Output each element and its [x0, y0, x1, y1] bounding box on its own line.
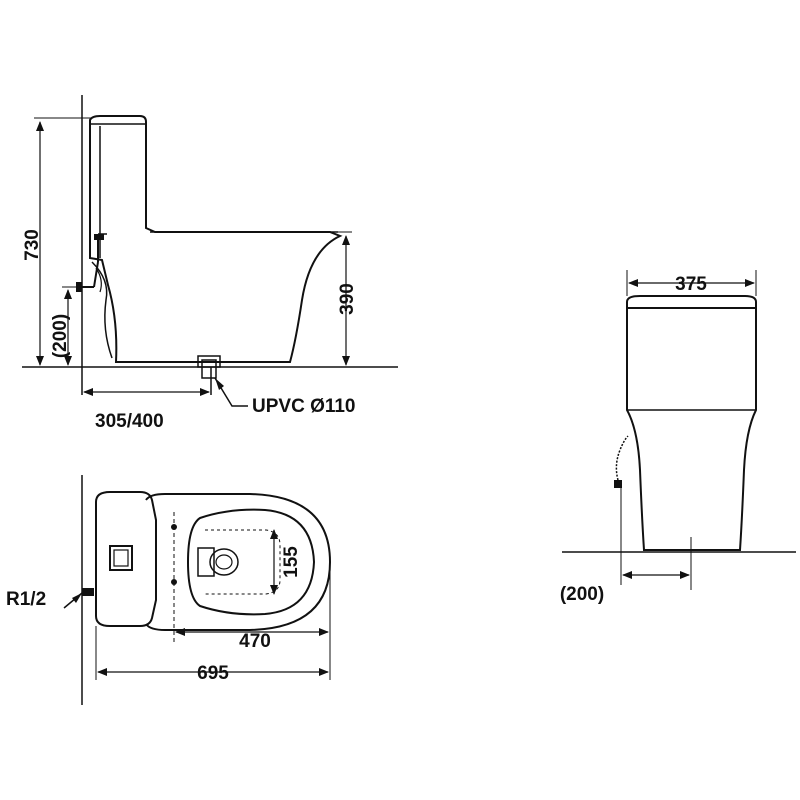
- inlet-connector-icon: [63, 588, 94, 609]
- dim-label-695: 695: [197, 663, 229, 684]
- toilet-side-outline: [89, 115, 343, 363]
- tank-top-outline: [95, 491, 157, 627]
- dim-label-inlet-height: (200): [50, 314, 71, 358]
- drain-icon: [197, 547, 239, 577]
- dim-label-155: 155: [281, 546, 302, 578]
- flush-button-icon: [109, 545, 133, 571]
- dim-label-rough-in: 305/400: [95, 411, 164, 432]
- toilet-front-outline: [626, 295, 757, 309]
- front-view: 375 (200): [560, 270, 796, 605]
- outlet-leader-line: [214, 377, 248, 407]
- side-view: 730 (200) 390 305/400 UPVC Ø110: [22, 95, 398, 432]
- dim-label-375: 375: [675, 274, 707, 295]
- bowl-top-outline: [145, 493, 332, 631]
- inlet-thread-label: R1/2: [6, 589, 46, 610]
- bowl-inner-outline: [186, 508, 316, 616]
- supply-hose-icon: [614, 435, 629, 488]
- outlet-flange-icon: [197, 355, 221, 395]
- dim-label-390: 390: [337, 283, 358, 315]
- dim-label-inlet-offset: (200): [560, 584, 604, 605]
- outlet-label: UPVC Ø110: [252, 396, 356, 417]
- top-view: 155 R1/2 470 695: [6, 475, 332, 705]
- dim-label-730: 730: [22, 229, 43, 261]
- dim-label-470: 470: [239, 631, 271, 652]
